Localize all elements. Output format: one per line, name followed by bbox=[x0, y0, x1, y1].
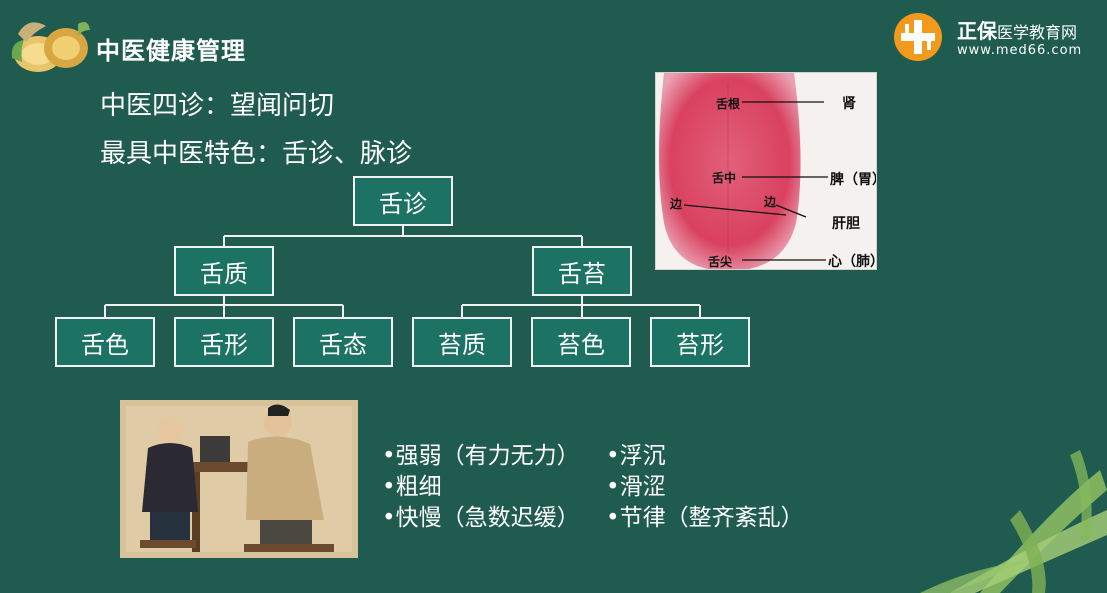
page-title: 中医健康管理 bbox=[96, 37, 246, 65]
tongue-map-image: 舌根 肾 舌中 脾（胃） 边 边 肝胆 舌尖 心（肺） bbox=[655, 72, 877, 270]
pulse-item-smoothness: •滑涩 bbox=[606, 474, 666, 500]
four-diagnosis-line: 中医四诊：望闻问切 bbox=[100, 91, 335, 121]
tree-leaf-tongue-shape: 舌形 bbox=[174, 317, 274, 367]
tongue-side-label-left: 边 bbox=[670, 197, 683, 211]
tree-leaf-coating-color: 苔色 bbox=[531, 317, 631, 367]
brand-name: 正保医学教育网 bbox=[957, 15, 1077, 44]
brand-name-sub: 医学教育网 bbox=[997, 23, 1078, 42]
tongue-illustration bbox=[659, 73, 828, 269]
pulse-item-thickness: •粗细 bbox=[382, 474, 442, 500]
pulse-item-rhythm: •节律（整齐紊乱） bbox=[606, 505, 804, 531]
pulse-item-strength: •强弱（有力无力） bbox=[382, 443, 580, 469]
brand-cross-icon bbox=[894, 13, 942, 61]
tongue-side-organ: 肝胆 bbox=[832, 216, 860, 232]
tongue-middle-label: 舌中 bbox=[712, 171, 737, 185]
pulse-list-right: •浮沉 •滑涩 •节律（整齐紊乱） bbox=[606, 441, 804, 534]
tree-root-tongue-diagnosis: 舌诊 bbox=[353, 176, 453, 226]
tree-node-tongue-body: 舌质 bbox=[174, 246, 274, 296]
brand-name-main: 正保 bbox=[957, 19, 997, 43]
bamboo-leaves-decoration bbox=[920, 450, 1107, 593]
characteristic-line: 最具中医特色：舌诊、脉诊 bbox=[100, 139, 413, 169]
tree-leaf-tongue-color: 舌色 bbox=[55, 317, 155, 367]
tongue-root-label: 舌根 bbox=[716, 97, 741, 111]
pulse-item-speed: •快慢（急数迟缓） bbox=[382, 505, 580, 531]
tongue-tip-organ: 心（肺） bbox=[828, 254, 876, 270]
pulse-item-depth: •浮沉 bbox=[606, 443, 666, 469]
tree-leaf-coating-shape: 苔形 bbox=[650, 317, 750, 367]
tongue-root-organ: 肾 bbox=[842, 96, 856, 112]
tree-leaf-coating-quality: 苔质 bbox=[412, 317, 512, 367]
tree-node-tongue-coating: 舌苔 bbox=[532, 246, 632, 296]
tongue-tip-label: 舌尖 bbox=[708, 255, 733, 269]
pulse-list-left: •强弱（有力无力） •粗细 •快慢（急数迟缓） bbox=[382, 441, 580, 534]
tree-leaf-tongue-state: 舌态 bbox=[293, 317, 393, 367]
pulse-diagnosis-illustration bbox=[120, 400, 358, 558]
brand-url: www.med66.com bbox=[957, 43, 1083, 58]
ginseng-logo-icon bbox=[11, 22, 90, 72]
tongue-middle-organ: 脾（胃） bbox=[830, 172, 876, 188]
tongue-side-label-right: 边 bbox=[764, 195, 777, 209]
